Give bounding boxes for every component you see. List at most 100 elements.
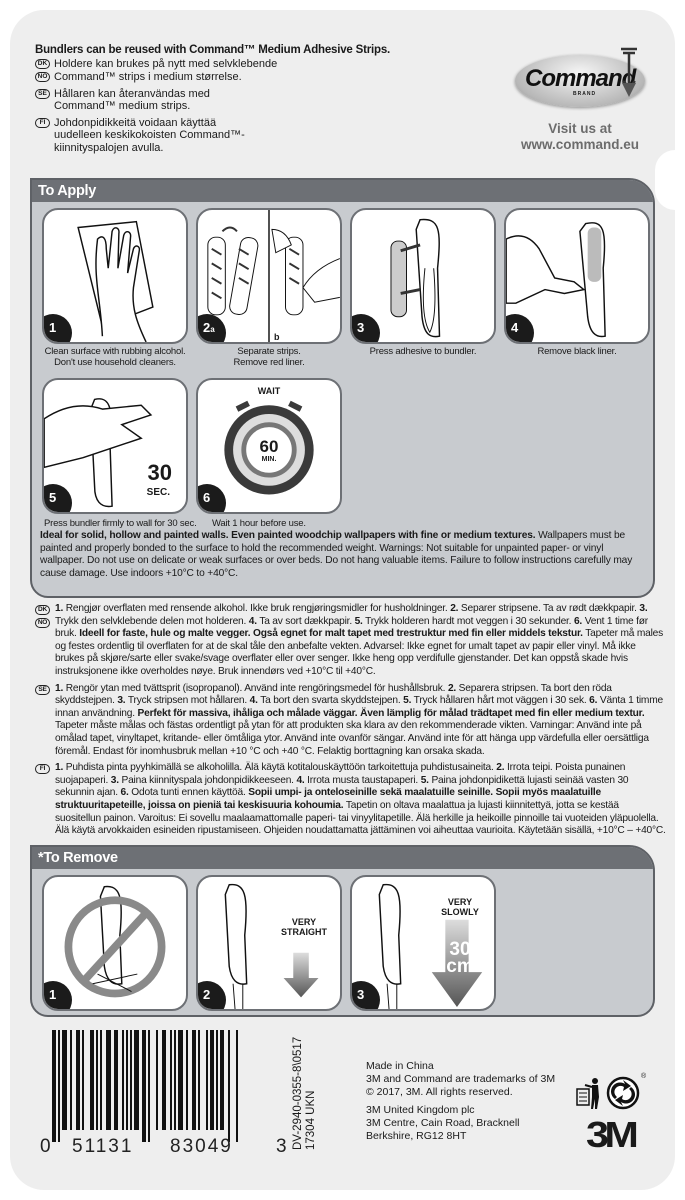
lang-badge-fi: FI bbox=[35, 117, 50, 128]
text-segment: Separer stripsene. Ta av rødt dækkpapir. bbox=[458, 603, 640, 614]
remove-step-2: VERY STRAIGHT 2 bbox=[196, 875, 342, 1011]
barcode-bar bbox=[130, 1030, 132, 1130]
text-segment: Trykk den selvklebende delen mot holdere… bbox=[55, 615, 249, 627]
barcode-bar bbox=[100, 1030, 102, 1130]
tidyman-icon bbox=[576, 1076, 640, 1110]
wrong-way-illustration bbox=[64, 885, 166, 998]
remove-liner-illustration bbox=[506, 222, 606, 338]
step-sub-b: b bbox=[274, 332, 280, 342]
text-segment: 3. bbox=[639, 603, 648, 614]
text-segment: 6. bbox=[573, 615, 583, 627]
text-segment: 2. bbox=[450, 603, 459, 614]
barcode-digit-first: 0 bbox=[40, 1136, 53, 1157]
reuse-title: Bundlers can be reused with Command™ Med… bbox=[35, 44, 391, 56]
barcode-bar bbox=[198, 1030, 200, 1130]
text-segment: 3. bbox=[117, 695, 126, 707]
barcode-bar bbox=[82, 1030, 84, 1130]
step-3-caption: Press adhesive to bundler. bbox=[369, 346, 477, 357]
hang-notch bbox=[655, 150, 685, 210]
visit-text: Visit us at bbox=[548, 121, 612, 136]
apply-step-5: 30 SEC. 5 bbox=[42, 378, 188, 514]
step-1-caption: Clean surface with rubbing alcohol. Don'… bbox=[44, 346, 186, 368]
note-text: Johdonpidikkeitä voidaan käyttää uudelle… bbox=[54, 116, 245, 154]
address: 3M United Kingdom plc 3M Centre, Cain Ro… bbox=[366, 1104, 586, 1142]
address-line: 3M Centre, Cain Road, Bracknell bbox=[366, 1117, 520, 1130]
barcode-bar bbox=[228, 1030, 230, 1142]
barcode-bar bbox=[114, 1030, 118, 1130]
barcode bbox=[52, 1030, 272, 1142]
instructions-dk-no: DK NO 1. Rengjør overflaten med rensende… bbox=[35, 603, 667, 679]
step-6-caption: Wait 1 hour before use. bbox=[212, 518, 306, 529]
lang-badge-se: SE bbox=[35, 684, 50, 695]
lang-badge-fi: FI bbox=[35, 764, 50, 775]
text-segment: Ta bort den svarta skyddstejpen. bbox=[257, 695, 404, 707]
step-2-caption: Separate strips. Remove red liner. bbox=[233, 346, 305, 368]
barcode-bar bbox=[186, 1030, 188, 1130]
text-segment: 3. bbox=[110, 774, 119, 786]
registered-mark: ® bbox=[641, 1073, 647, 1080]
barcode-bar bbox=[162, 1030, 166, 1130]
text-segment: Wallpapers must be painted and properly … bbox=[40, 530, 633, 579]
brand-block: Command BRAND Visit us at www.command.eu bbox=[505, 47, 655, 153]
barcode-digits-left: 51131 bbox=[72, 1136, 134, 1157]
text-segment: 1. bbox=[55, 762, 64, 774]
text-segment: 2. bbox=[496, 762, 505, 774]
barcode-bar bbox=[134, 1030, 140, 1130]
text-segment: Irrota teipi. Poista punainen suojapaper… bbox=[55, 762, 626, 786]
barcode-bar bbox=[210, 1030, 214, 1130]
text-segment: 5. bbox=[403, 695, 412, 707]
apply-step-4: 4 bbox=[504, 208, 650, 344]
text-segment: Irrota musta taustapaperi. bbox=[304, 774, 421, 786]
wait-label: WAIT bbox=[257, 386, 281, 396]
lang-badge-dk: DK bbox=[35, 605, 50, 615]
apply-step-1: 1 bbox=[42, 208, 188, 344]
wipe-surface-illustration bbox=[77, 220, 154, 342]
legal-line: © 2017, 3M. All rights reserved. bbox=[366, 1085, 513, 1098]
text-segment: Rengjør overflaten med rensende alkohol.… bbox=[63, 603, 451, 614]
text-segment: Paina johdonpidikettä lujasti seinää vas… bbox=[55, 774, 629, 799]
text-segment: Trykk holderen hardt mot veggen i 30 sek… bbox=[362, 615, 574, 627]
lang-badge-no: NO bbox=[35, 72, 50, 82]
step-number: 2 bbox=[198, 981, 226, 1009]
distance-label: 30 cm bbox=[446, 939, 474, 977]
instructions-text: 1. Rengör ytan med tvättsprit (isopropan… bbox=[55, 683, 667, 759]
website-link[interactable]: www.command.eu bbox=[520, 137, 640, 152]
text-segment: Sopii umpi- ja onteloseinille sekä maala… bbox=[55, 787, 602, 811]
time-60: 60 bbox=[259, 437, 279, 456]
text-segment: 6. bbox=[589, 695, 598, 707]
text-segment: Rengör ytan med tvättsprit (isopropanol)… bbox=[63, 682, 448, 694]
lang-badge-dk: DK bbox=[35, 58, 50, 69]
apply-step-3: 3 bbox=[350, 208, 496, 344]
apply-title: To Apply bbox=[32, 180, 653, 202]
note-text: Hållaren kan återanvändas med Command™ m… bbox=[54, 87, 210, 113]
legal-text: Made in China 3M and Command are tradema… bbox=[366, 1060, 586, 1098]
barcode-bar bbox=[126, 1030, 128, 1130]
instructions-text: 1. Rengjør overflaten med rensende alkoh… bbox=[55, 603, 667, 679]
text-segment: Ta av sort dækkpapir. bbox=[256, 615, 355, 627]
command-logo: Command BRAND bbox=[515, 47, 645, 107]
3m-logo: 3M bbox=[586, 1114, 639, 1155]
barcode-bar bbox=[96, 1030, 98, 1130]
step-5-caption: Press bundler firmly to wall for 30 sec. bbox=[44, 518, 197, 529]
barcode-bar bbox=[178, 1030, 184, 1130]
text-segment: 6. bbox=[120, 787, 129, 799]
barcode-bar bbox=[70, 1030, 72, 1130]
text-segment: 1. bbox=[55, 603, 64, 614]
recycling-icons: ® bbox=[575, 1073, 655, 1116]
barcode-bar bbox=[76, 1030, 80, 1130]
remove-step-1: 1 bbox=[42, 875, 188, 1011]
text-segment: Tapeter måste målas och fästas ordentlig… bbox=[55, 720, 649, 757]
legal-info: Made in China 3M and Command are tradema… bbox=[366, 1060, 586, 1149]
instructions-text: 1. Puhdista pinta pyyhkimällä se alkohol… bbox=[55, 762, 667, 838]
legal-line: Made in China bbox=[366, 1060, 434, 1072]
apply-step-2: 2a b bbox=[196, 208, 342, 344]
text-segment: Paina kiinnityspala johdonpidikkeeseen. bbox=[118, 774, 297, 786]
text-segment: 2. bbox=[447, 682, 457, 694]
text-segment: Separera stripsen. Ta bort den röda skyd… bbox=[55, 682, 612, 707]
very-straight-label: VERY STRAIGHT bbox=[281, 917, 327, 937]
step-sub-a: a bbox=[210, 325, 215, 334]
hook-arrow-icon bbox=[621, 47, 637, 97]
text-segment: Vänta 1 timme innan användning. bbox=[55, 695, 663, 719]
barcode-bar bbox=[236, 1030, 238, 1142]
